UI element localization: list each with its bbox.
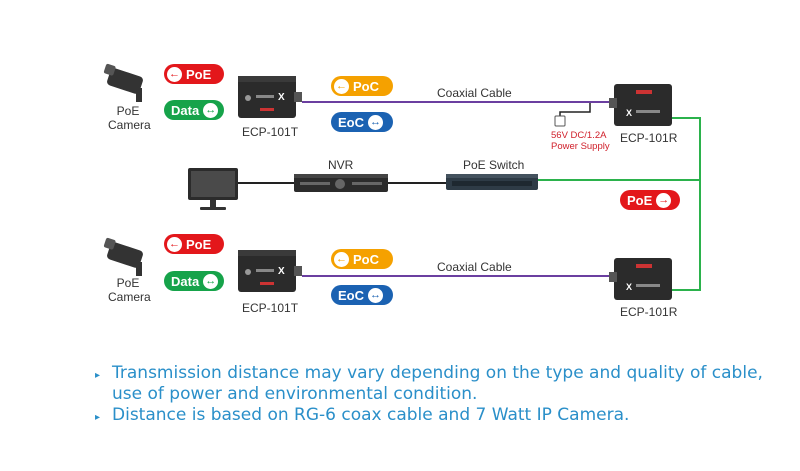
receiver-label-top: ECP-101R bbox=[620, 131, 678, 145]
poe-switch-label: PoE Switch bbox=[463, 158, 525, 172]
power-supply-label: 56V DC/1.2A Power Supply bbox=[551, 130, 610, 152]
ecp-101r-device-bottom: X bbox=[609, 258, 672, 300]
power-plug bbox=[554, 115, 566, 127]
ethernet-cable-right-lower bbox=[672, 180, 701, 291]
poe-pill-bottom: ← PoE bbox=[164, 234, 224, 254]
ethernet-cable-right bbox=[538, 117, 701, 181]
svg-text:X: X bbox=[626, 282, 632, 292]
coax-label-bottom: Coaxial Cable bbox=[437, 260, 512, 274]
right-arrow-icon: → bbox=[656, 192, 672, 208]
receiver-label-bottom: ECP-101R bbox=[620, 305, 678, 319]
left-arrow-icon: ← bbox=[334, 251, 349, 267]
nvr-device bbox=[294, 174, 388, 192]
note-bullet: ▸ bbox=[95, 412, 101, 423]
left-arrow-icon: ← bbox=[167, 66, 182, 82]
svg-text:X: X bbox=[626, 108, 632, 118]
camera-icon bbox=[103, 63, 143, 102]
ecp-101t-device-top: X bbox=[238, 76, 302, 118]
eoc-pill-top: EoC ↔ bbox=[331, 112, 393, 132]
ecp-101r-device-top: X bbox=[609, 84, 672, 126]
power-cable bbox=[559, 103, 591, 118]
camera-icon bbox=[103, 237, 143, 276]
double-arrow-icon: ↔ bbox=[203, 273, 219, 289]
double-arrow-icon: ↔ bbox=[368, 114, 383, 130]
camera-label-top: PoE Camera bbox=[108, 104, 151, 132]
camera-label-bottom: PoE Camera bbox=[108, 276, 151, 304]
data-pill-top: Data ↔ bbox=[164, 100, 224, 120]
nvr-label: NVR bbox=[328, 158, 354, 172]
svg-text:X: X bbox=[278, 92, 285, 103]
transmitter-label-top: ECP-101T bbox=[242, 125, 299, 139]
coax-label-top: Coaxial Cable bbox=[437, 86, 512, 100]
svg-text:X: X bbox=[278, 266, 285, 277]
note-2: Distance is based on RG-6 coax cable and… bbox=[112, 405, 630, 425]
monitor-icon bbox=[188, 168, 238, 210]
double-arrow-icon: ↔ bbox=[368, 287, 383, 303]
data-pill-bottom: Data ↔ bbox=[164, 271, 224, 291]
poc-pill-bottom: ← PoC bbox=[331, 249, 393, 269]
eoc-pill-bottom: EoC ↔ bbox=[331, 285, 393, 305]
left-arrow-icon: ← bbox=[334, 78, 349, 94]
poe-switch-device bbox=[446, 174, 538, 190]
note-bullet: ▸ bbox=[95, 370, 101, 381]
poe-pill-top: ← PoE bbox=[164, 64, 224, 84]
poc-pill-top: ← PoC bbox=[331, 76, 393, 96]
double-arrow-icon: ↔ bbox=[203, 102, 219, 118]
transmitter-label-bottom: ECP-101T bbox=[242, 301, 299, 315]
ecp-101t-device-bottom: X bbox=[238, 250, 302, 292]
left-arrow-icon: ← bbox=[167, 236, 182, 252]
note-1: Transmission distance may vary depending… bbox=[112, 363, 763, 404]
poe-pill-right: PoE → bbox=[620, 190, 680, 210]
